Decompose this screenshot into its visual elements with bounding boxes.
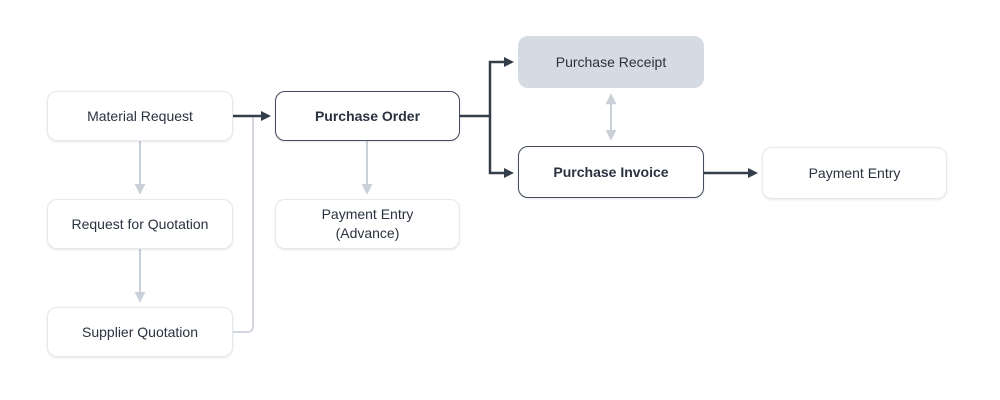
node-purchase-invoice-label: Purchase Invoice	[553, 163, 669, 180]
node-request-for-quotation-label: Request for Quotation	[71, 215, 209, 232]
edge-purchase-order-to-purchase-invoice	[488, 116, 514, 178]
node-supplier-quotation: Supplier Quotation	[47, 307, 233, 357]
node-material-request: Material Request	[47, 91, 233, 141]
node-purchase-order: Purchase Order	[275, 91, 460, 141]
node-purchase-invoice: Purchase Invoice	[518, 146, 704, 198]
edge-supplier-quotation-to-purchase-order	[233, 116, 254, 333]
node-purchase-receipt-label: Purchase Receipt	[555, 53, 667, 70]
edge-purchase-order-to-purchase-receipt	[488, 57, 514, 116]
node-purchase-receipt: Purchase Receipt	[518, 36, 704, 88]
node-purchase-order-label: Purchase Order	[314, 107, 421, 124]
node-payment-entry-advance-label: Payment Entry (Advance)	[321, 206, 414, 241]
node-payment-entry-advance: Payment Entry (Advance)	[275, 199, 460, 249]
node-request-for-quotation: Request for Quotation	[47, 199, 233, 249]
node-material-request-label: Material Request	[87, 107, 193, 124]
node-payment-entry-label: Payment Entry	[808, 164, 901, 181]
node-supplier-quotation-label: Supplier Quotation	[82, 323, 198, 340]
node-payment-entry: Payment Entry	[762, 147, 947, 199]
